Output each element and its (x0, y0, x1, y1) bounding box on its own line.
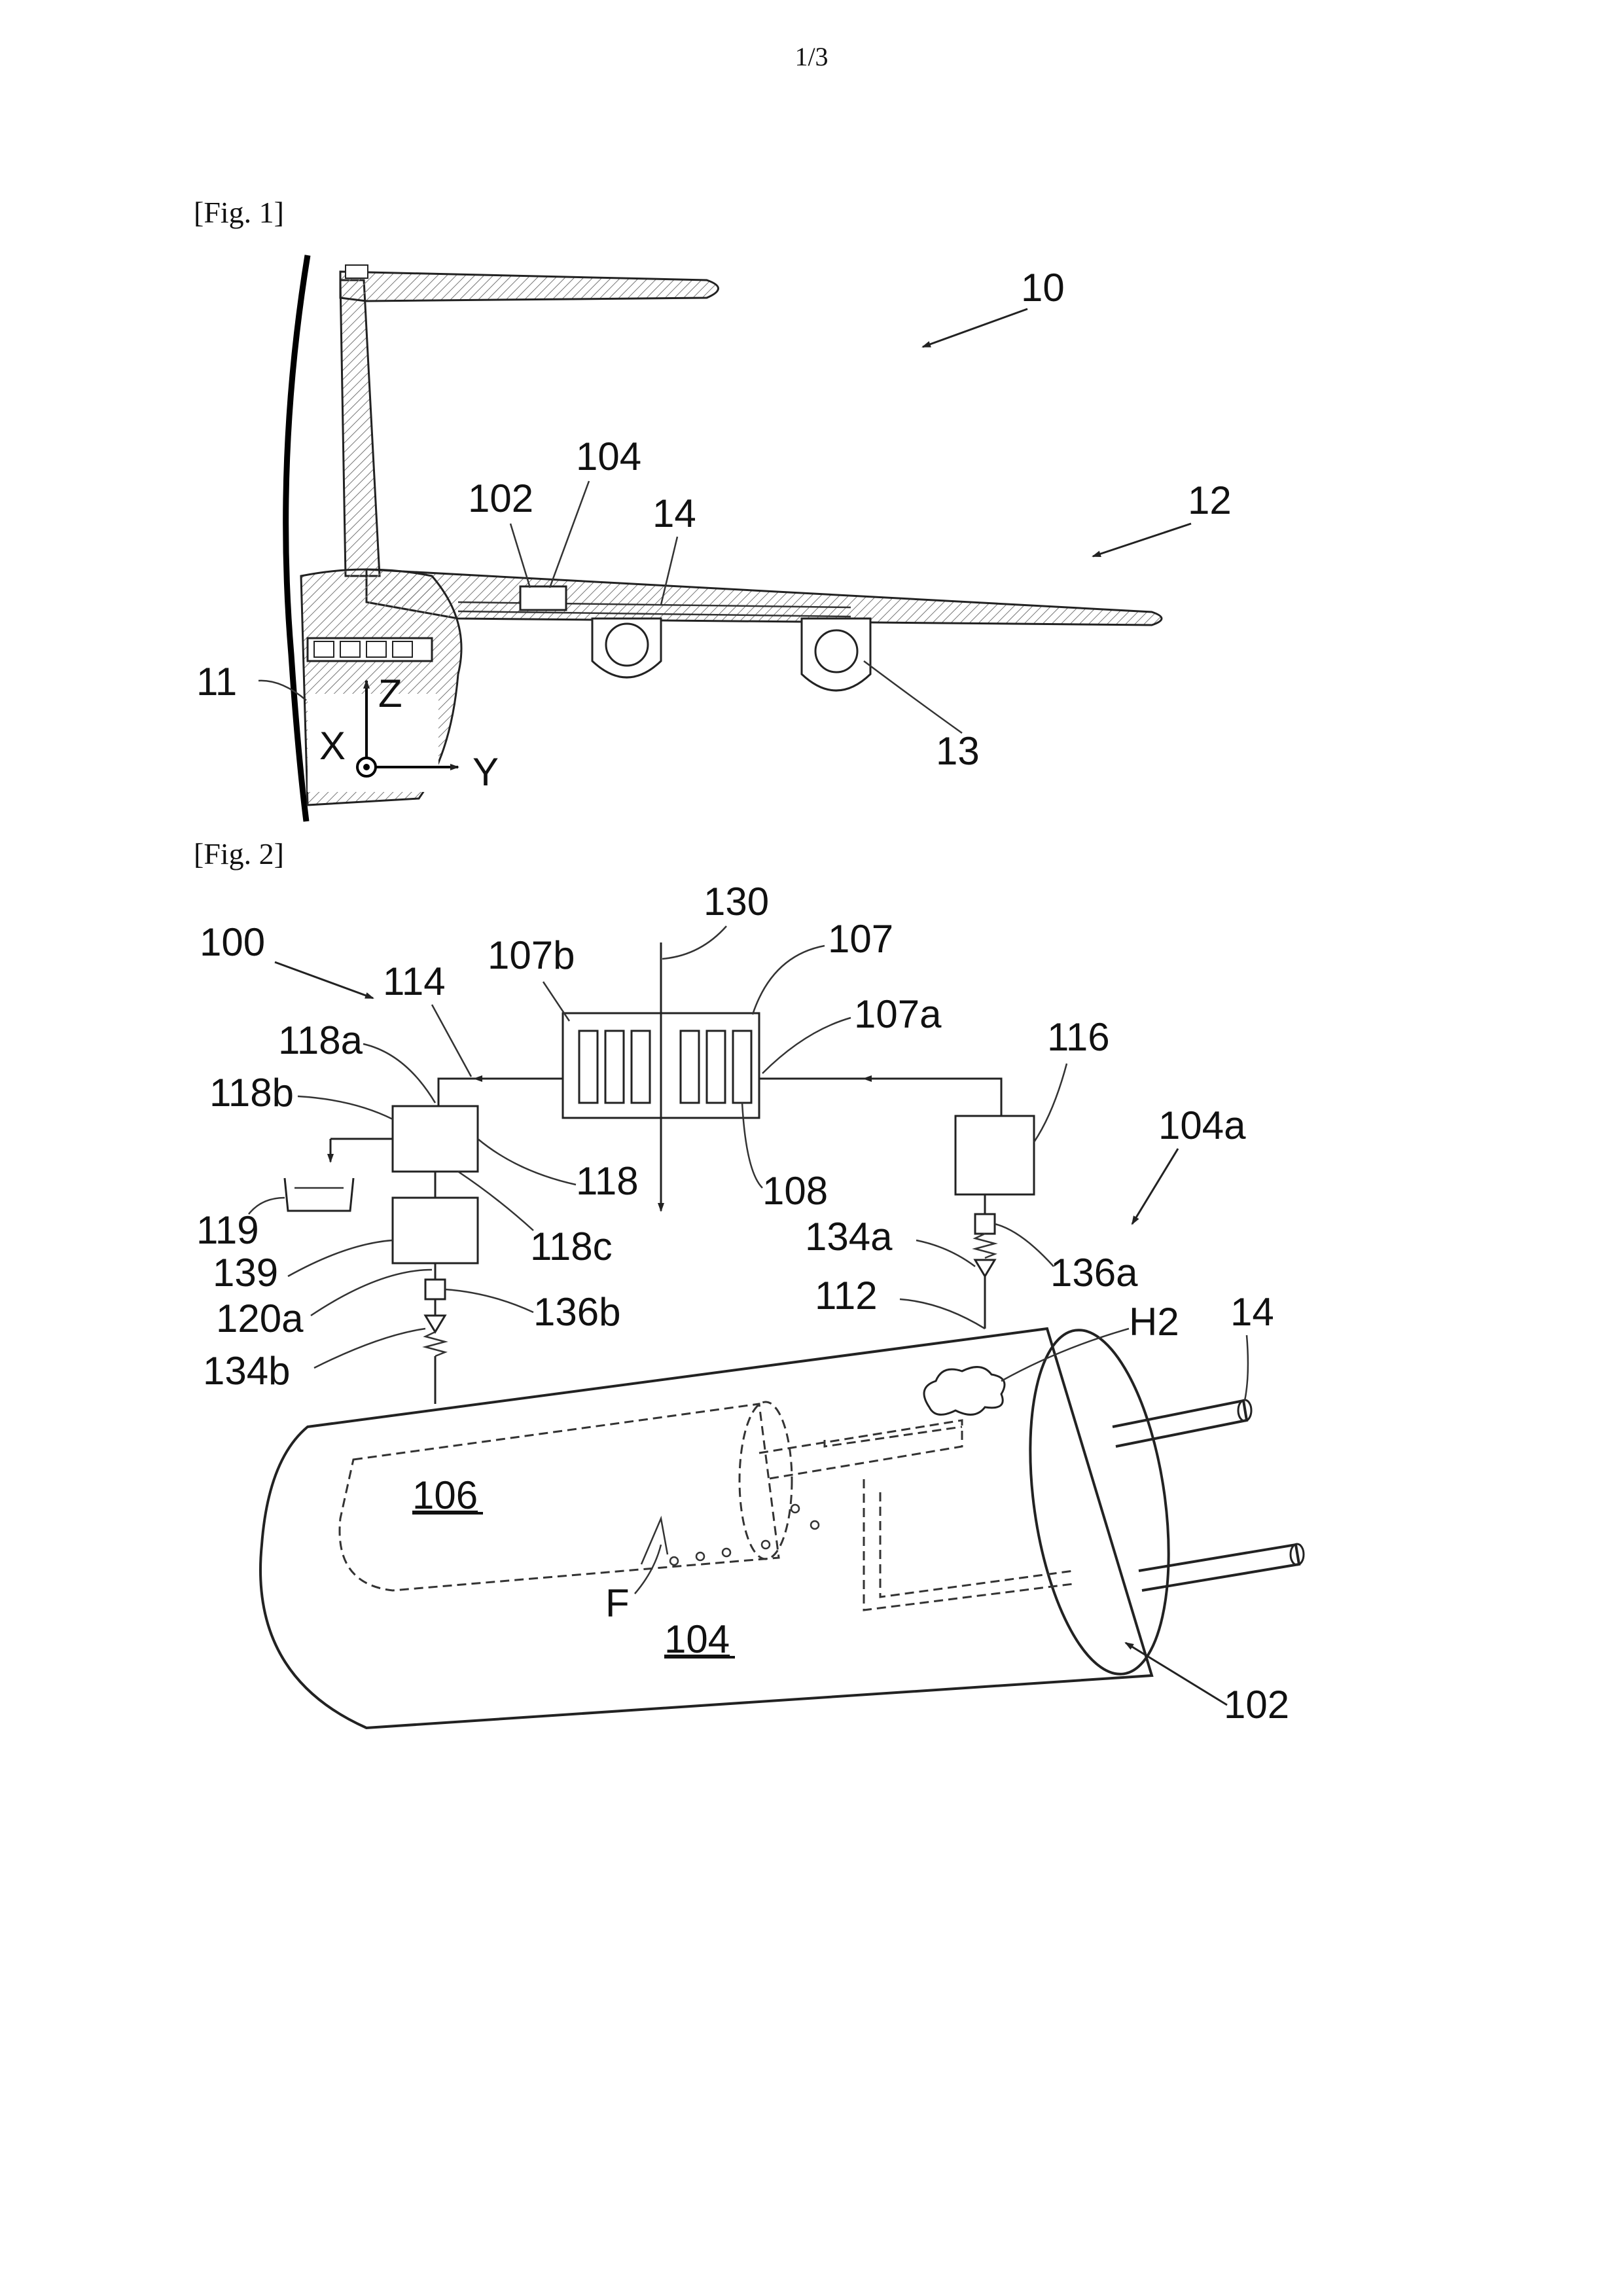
tail-fin (340, 280, 380, 576)
ref-134a: 134a (805, 1215, 893, 1259)
ref-102: 102 (468, 476, 533, 520)
ref-139: 139 (213, 1251, 278, 1295)
ref-12: 12 (1188, 478, 1232, 522)
ref-114: 114 (383, 960, 446, 1003)
ref-120a: 120a (216, 1297, 304, 1340)
wing (366, 569, 1162, 625)
line-14-upper (1113, 1401, 1247, 1446)
ref-134b: 134b (203, 1349, 290, 1393)
ref-136b: 136b (533, 1290, 620, 1334)
unit-139 (393, 1198, 478, 1263)
ref-108: 108 (762, 1169, 828, 1213)
reservoir-119 (285, 1178, 353, 1211)
engine-inner (592, 619, 661, 677)
ref-14: 14 (652, 492, 696, 535)
ref-11: 11 (196, 660, 237, 704)
ref-107b: 107b (488, 933, 575, 977)
valve-134b (425, 1316, 445, 1332)
ref-112: 112 (815, 1274, 878, 1318)
ref-118: 118 (576, 1159, 639, 1203)
ref-118c: 118c (530, 1225, 613, 1268)
inner-tank-106 (340, 1404, 779, 1590)
ref-100: 100 (200, 920, 265, 964)
ref-107: 107 (828, 917, 893, 961)
figure-1: [Fig. 1] (194, 196, 1232, 821)
figure-2: [Fig. 2] (194, 837, 1304, 1728)
ref-104a: 104a (1158, 1103, 1246, 1147)
ref-116: 116 (1047, 1015, 1110, 1059)
ref-h2: H2 (1129, 1300, 1179, 1344)
ref-10: 10 (1021, 266, 1065, 310)
ref-104: 104 (576, 435, 641, 478)
figure-1-label: [Fig. 1] (194, 196, 284, 229)
axis-y-label: Y (473, 750, 499, 794)
axis-x-label: X (319, 724, 346, 768)
axis-z-label: Z (378, 672, 402, 715)
ref-106: 106 (412, 1473, 478, 1517)
ref-118a: 118a (278, 1018, 363, 1062)
valve-136a (975, 1214, 995, 1234)
horizontal-stabilizer (340, 272, 719, 301)
page-number: 1/3 (794, 42, 828, 71)
ref-107a: 107a (854, 992, 942, 1036)
figure-2-label: [Fig. 2] (194, 837, 284, 870)
ref-119: 119 (196, 1208, 259, 1252)
ref-f: F (605, 1581, 630, 1625)
tank-box-102 (520, 586, 566, 610)
fuselage-outline (286, 255, 308, 821)
unit-116 (955, 1116, 1034, 1194)
core-108 (733, 1031, 751, 1103)
valve-134a (975, 1260, 995, 1276)
ref-118b: 118b (209, 1071, 294, 1115)
ref-104-fig2: 104 (664, 1617, 730, 1661)
ref-136a: 136a (1050, 1251, 1138, 1295)
ref-130: 130 (704, 880, 769, 924)
line-14-lower (1139, 1545, 1299, 1590)
valve-136b (425, 1280, 445, 1299)
engine-outer (802, 619, 870, 691)
tank-102-body (260, 1329, 1152, 1728)
ref-102-fig2: 102 (1224, 1683, 1289, 1727)
unit-118 (393, 1106, 478, 1172)
ref-14-fig2: 14 (1230, 1290, 1274, 1334)
ref-13: 13 (936, 729, 980, 773)
